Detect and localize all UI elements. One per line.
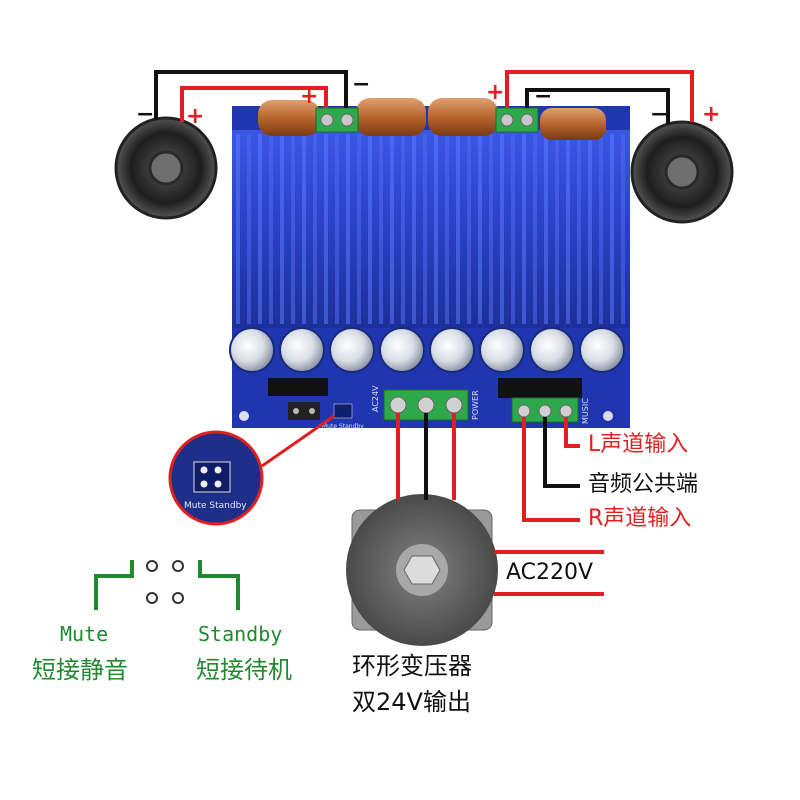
right-terminal-plus-label: + — [486, 80, 505, 105]
standby-jumper-line — [198, 560, 240, 610]
board-jumper-header — [288, 402, 353, 420]
standby-label-zh: 短接待机 — [196, 656, 292, 684]
mount-hole — [239, 411, 249, 421]
mute-label-en: Mute — [60, 622, 109, 646]
heatsink-fin — [280, 134, 284, 324]
left-speaker-plus-label: + — [186, 104, 205, 129]
r-channel-wire — [522, 417, 580, 522]
capacitor — [329, 327, 375, 373]
heatsink-fin — [555, 134, 559, 324]
common-wire — [543, 417, 580, 488]
left-terminal-minus-label: − — [352, 72, 371, 97]
heatsink-fin — [390, 134, 394, 324]
left-speaker-terminal — [315, 107, 359, 133]
right-terminal-minus-label: − — [534, 84, 553, 109]
silk-ac24v: AC24V — [371, 385, 380, 412]
heatsink-fin — [489, 134, 493, 324]
right-speaker-plus-label: + — [702, 102, 721, 127]
silk-mute-standby: Mute Standby — [322, 423, 364, 430]
heatsink-fin — [522, 134, 526, 324]
right-speaker — [630, 120, 734, 224]
heatsink-fin — [258, 134, 262, 324]
silk-power: POWER — [471, 390, 480, 420]
mute-jumper-line — [94, 560, 134, 610]
heatsink-fin — [335, 134, 339, 324]
amplifier-board: AC24V POWER MUSIC Mute Standby — [229, 98, 630, 430]
heatsink-fin — [467, 134, 471, 324]
heatsink-fin — [456, 134, 460, 324]
mount-hole — [603, 411, 613, 421]
heatsink-fin — [357, 134, 361, 324]
heatsink-fin — [346, 134, 350, 324]
audio-common-label: 音频公共端 — [588, 472, 699, 497]
heatsink-fin — [544, 134, 548, 324]
r-channel-input-label: R声道输入 — [588, 506, 692, 531]
heatsink-fin — [324, 134, 328, 324]
silk-music: MUSIC — [581, 398, 590, 424]
capacitor — [229, 327, 275, 373]
jumper-zoom-inset: Mute Standby — [168, 414, 335, 526]
left-terminal-plus-label: + — [300, 84, 319, 109]
heatsink-fin — [423, 134, 427, 324]
heatsink-fin — [269, 134, 273, 324]
right-speaker-positive-wire — [505, 70, 694, 122]
heatsink-fin — [401, 134, 405, 324]
heatsink-fin — [247, 134, 251, 324]
capacitor — [429, 327, 475, 373]
heatsink-fins — [236, 134, 625, 324]
heatsink-fin — [577, 134, 581, 324]
heatsink-fin — [412, 134, 416, 324]
left-speaker-positive-wire — [180, 86, 328, 122]
transformer-label-line1: 环形变压器 — [352, 652, 472, 680]
transformer-bolt — [403, 555, 441, 585]
heatsink-fin — [566, 134, 570, 324]
heatsink-fin — [599, 134, 603, 324]
capacitor — [279, 327, 325, 373]
heatsink-fin — [588, 134, 592, 324]
heatsink-fin — [478, 134, 482, 324]
l-channel-wire — [564, 417, 580, 448]
heatsink-fin — [445, 134, 449, 324]
ac220v-label: AC220V — [506, 560, 594, 585]
heatsink-fin — [302, 134, 306, 324]
left-speaker-negative-wire — [154, 70, 348, 120]
heatsink-fin — [236, 134, 240, 324]
standby-label-en: Standby — [198, 622, 283, 646]
input-connector-block — [268, 378, 328, 396]
capacitor — [529, 327, 575, 373]
audio-input-wires — [522, 417, 580, 522]
capacitor — [379, 327, 425, 373]
right-speaker-minus-label: − — [650, 102, 669, 127]
capacitor — [579, 327, 625, 373]
power-wires — [396, 413, 604, 596]
capacitor — [479, 327, 525, 373]
heatsink-fin — [368, 134, 372, 324]
music-connector-block — [498, 378, 582, 398]
transformer-label-line2: 双24V输出 — [352, 688, 471, 716]
heatsink-fin — [621, 134, 625, 324]
heatsink — [232, 130, 630, 328]
inset-mute-standby-label: Mute Standby — [184, 501, 247, 511]
right-speaker-terminal — [495, 107, 539, 133]
heatsink-fin — [610, 134, 614, 324]
heatsink-fin — [291, 134, 295, 324]
heatsink-fin — [511, 134, 515, 324]
filter-capacitors — [229, 327, 625, 373]
mute-label-zh: 短接静音 — [32, 656, 128, 684]
heatsink-fin — [434, 134, 438, 324]
right-speaker-negative-wire — [525, 88, 670, 124]
left-speaker-minus-label: − — [136, 102, 155, 127]
output-coils — [258, 98, 606, 140]
heatsink-fin — [533, 134, 537, 324]
toroidal-transformer — [346, 494, 498, 646]
jumper-illustration — [94, 560, 240, 610]
heatsink-fin — [379, 134, 383, 324]
heatsink-fin — [500, 134, 504, 324]
heatsink-fin — [313, 134, 317, 324]
left-speaker — [114, 116, 218, 220]
speaker-wires — [154, 70, 694, 124]
l-channel-input-label: L声道输入 — [588, 432, 689, 457]
